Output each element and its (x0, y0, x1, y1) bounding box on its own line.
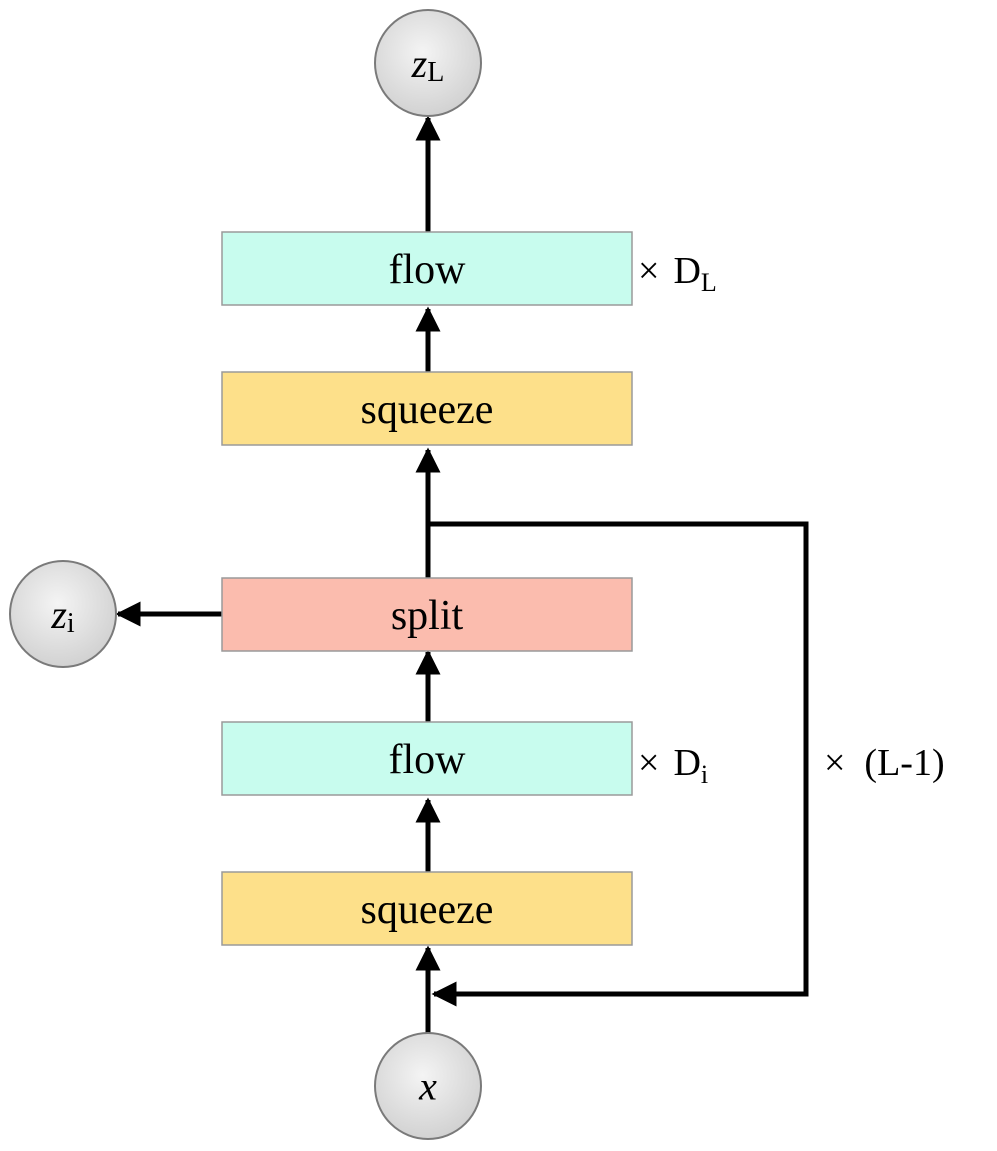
node-z-L-symbol: z (411, 41, 428, 86)
multiplier-bottom: × Di (638, 742, 708, 789)
multiplier-loop: × (L-1) (824, 742, 945, 784)
loop-connector (428, 521, 809, 1007)
box-squeeze-top-label: squeeze (361, 387, 494, 433)
node-z-i: zi (9, 560, 117, 668)
box-split-label: split (391, 593, 464, 639)
svg-text:zL: zL (411, 41, 445, 88)
multiplier-bottom-base: D (673, 742, 700, 784)
multiplier-bottom-subscript: i (701, 760, 708, 789)
svg-text:zi: zi (50, 592, 75, 639)
node-z-L-subscript: L (427, 57, 444, 88)
box-flow-bottom: flow (221, 721, 633, 796)
box-squeeze-bottom-label: squeeze (361, 887, 494, 933)
box-flow-top-label: flow (389, 247, 467, 293)
multiplier-bottom-times: × (638, 742, 659, 784)
box-flow-top: flow (221, 231, 633, 306)
edges (115, 115, 809, 1033)
node-z-L: zL (374, 9, 482, 117)
node-z-i-symbol: z (50, 592, 67, 637)
node-z-i-subscript: i (67, 608, 75, 639)
box-squeeze-bottom: squeeze (221, 871, 633, 946)
multiplier-top-base: D (673, 250, 700, 292)
multiplier-top-subscript: L (701, 268, 717, 297)
node-x-symbol: x (418, 1064, 437, 1109)
box-squeeze-top: squeeze (221, 371, 633, 446)
box-split: split (221, 577, 633, 652)
node-x: x (374, 1032, 482, 1140)
multiplier-top-times: × (638, 250, 659, 292)
box-flow-bottom-label: flow (389, 737, 467, 783)
multiplier-top: × DL (638, 250, 717, 297)
